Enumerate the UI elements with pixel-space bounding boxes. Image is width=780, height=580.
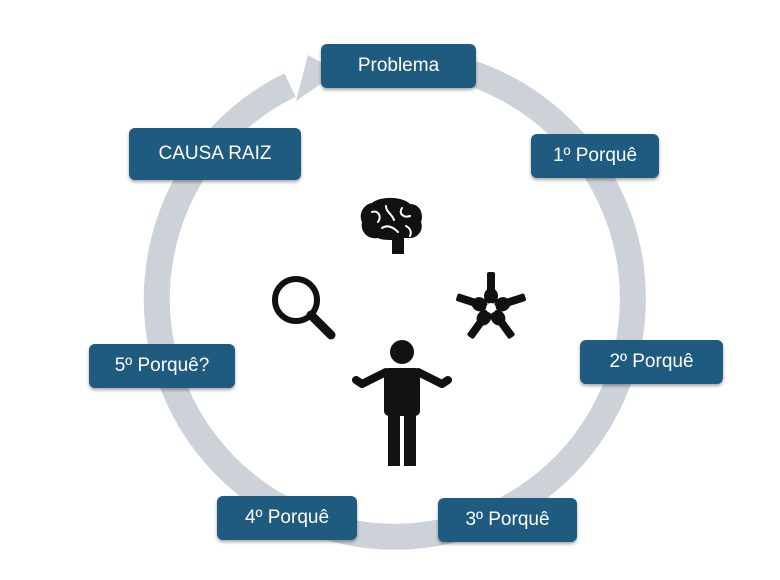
why-1-box: 1º Porquê xyxy=(531,134,659,178)
problem-box: Problema xyxy=(321,44,476,88)
why-3-label: 3º Porquê xyxy=(465,509,550,530)
why-5-box: 5º Porquê? xyxy=(89,344,235,388)
why-2-label: 2º Porquê xyxy=(609,351,694,372)
root-cause-box: CAUSA RAIZ xyxy=(129,128,301,180)
why-4-label: 4º Porquê xyxy=(244,507,330,528)
root-cause-label: CAUSA RAIZ xyxy=(158,143,272,164)
magnifier-icon xyxy=(272,276,336,340)
brain-icon xyxy=(360,197,422,254)
why-2-box: 2º Porquê xyxy=(580,340,723,384)
teamwork-hands-icon xyxy=(456,272,526,339)
why-3-box: 3º Porquê xyxy=(438,498,577,542)
person-shrug-icon xyxy=(352,340,452,466)
cycle-ring xyxy=(143,52,646,550)
why-4-box: 4º Porquê xyxy=(217,496,357,540)
problem-label: Problema xyxy=(357,55,440,76)
why-1-label: 1º Porquê xyxy=(552,145,638,166)
why-5-label: 5º Porquê? xyxy=(114,355,210,376)
